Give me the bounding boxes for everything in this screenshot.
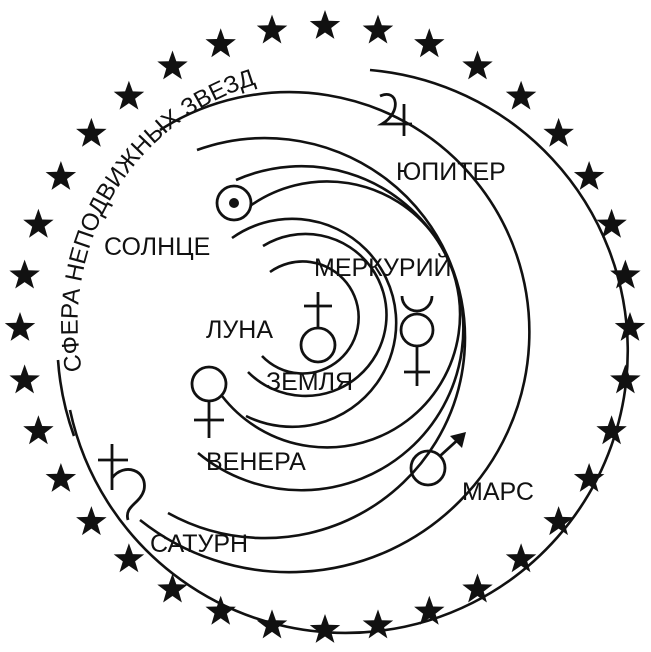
star-ring <box>4 10 646 643</box>
star-icon <box>462 573 493 603</box>
orbit-outer-sphere-left <box>56 359 76 437</box>
mercury-symbol-icon <box>399 295 435 386</box>
star-icon <box>256 609 288 639</box>
orbit-mars <box>197 164 465 492</box>
jupiter-label: ЮПИТЕР <box>396 158 506 186</box>
star-icon <box>610 259 641 289</box>
sun-symbol-icon <box>215 184 253 222</box>
mars-symbol-icon <box>409 432 466 487</box>
crescent-moon-icon <box>238 255 258 290</box>
star-icon <box>113 80 145 110</box>
venus-symbol-icon <box>190 365 228 438</box>
orbit-sun <box>220 180 462 449</box>
star-icon <box>362 14 394 44</box>
star-icon <box>543 506 574 536</box>
saturn-symbol-icon <box>98 444 146 521</box>
star-icon <box>309 10 341 39</box>
star-icon <box>596 415 627 445</box>
orbit-venus <box>231 217 398 429</box>
venus-label: ВЕНЕРА <box>206 448 306 476</box>
jupiter-symbol-icon <box>376 93 412 136</box>
mars-label: МАРС <box>462 478 534 506</box>
star-icon <box>573 463 605 492</box>
star-icon <box>157 573 188 603</box>
star-icon <box>113 543 145 573</box>
star-icon <box>414 28 445 58</box>
saturn-label: САТУРН <box>150 530 248 558</box>
star-icon <box>614 312 646 341</box>
star-icon <box>9 364 40 394</box>
star-icon <box>596 208 627 238</box>
orbit-moon <box>261 260 360 375</box>
star-icon <box>76 506 107 536</box>
orbit-mercury <box>247 232 388 398</box>
orbit-saturn <box>139 90 531 574</box>
orbit-jupiter <box>167 136 467 540</box>
star-icon <box>256 14 288 44</box>
star-icon <box>205 595 236 625</box>
sun-label: СОЛНЦЕ <box>104 233 210 261</box>
star-icon <box>414 595 445 625</box>
star-icon <box>205 28 236 58</box>
star-icon <box>23 415 54 445</box>
star-icon <box>505 80 537 110</box>
moon-label: ЛУНА <box>206 316 273 344</box>
star-icon <box>543 117 574 147</box>
star-icon <box>610 364 641 394</box>
earth-label: ЗЕМЛЯ <box>266 368 353 396</box>
star-icon <box>9 259 40 289</box>
orbits <box>56 68 630 635</box>
mercury-label: МЕРКУРИЙ <box>314 252 452 282</box>
star-icon <box>45 161 77 190</box>
star-icon <box>76 117 107 147</box>
star-icon <box>505 543 537 573</box>
star-icon <box>362 609 394 639</box>
earth-symbol-icon <box>299 292 337 364</box>
star-icon <box>157 50 188 80</box>
star-icon <box>573 161 605 190</box>
star-icon <box>23 208 54 238</box>
star-icon <box>4 312 36 341</box>
orbit-outer-sphere <box>68 68 630 635</box>
star-icon <box>45 463 77 492</box>
star-icon <box>462 50 493 80</box>
star-icon <box>309 614 341 643</box>
